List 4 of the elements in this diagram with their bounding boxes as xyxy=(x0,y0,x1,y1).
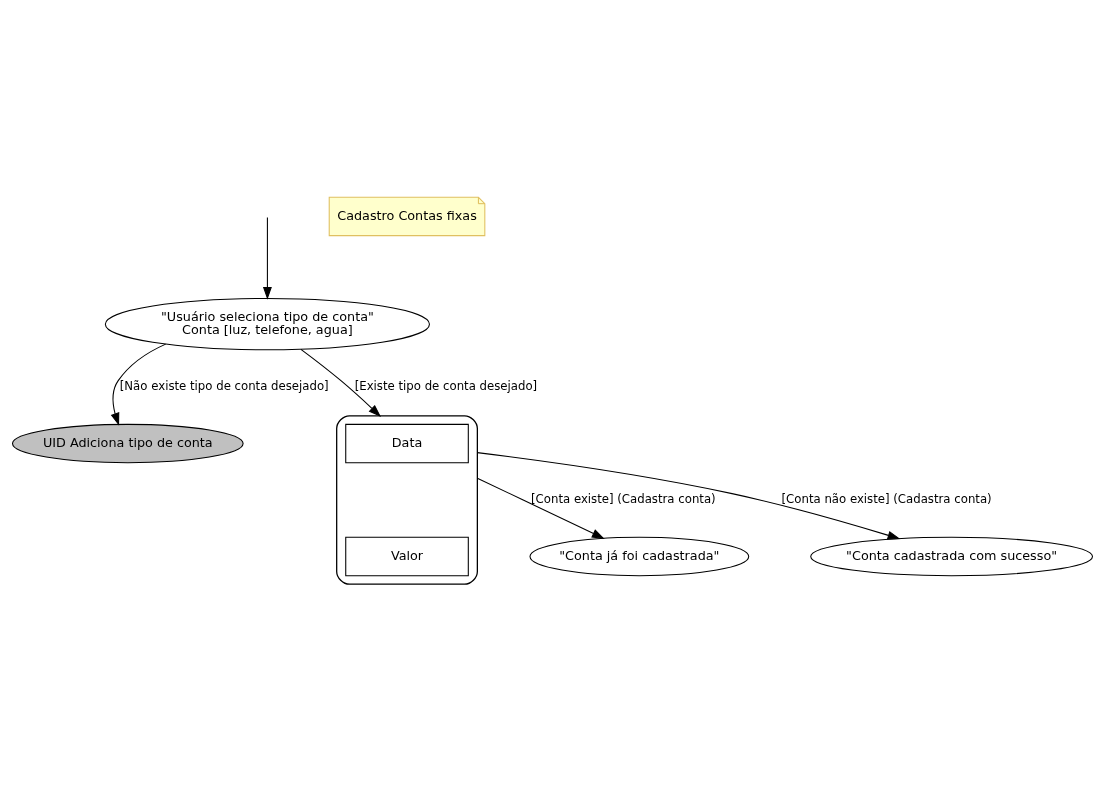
edge-label: [Conta não existe] (Cadastra conta) xyxy=(781,492,992,506)
edge-label: [Conta existe] (Cadastra conta) xyxy=(531,492,716,506)
edge-label: [Não existe tipo de conta desejado] xyxy=(119,379,329,394)
edge-label: [Existe tipo de conta desejado] xyxy=(354,379,538,394)
